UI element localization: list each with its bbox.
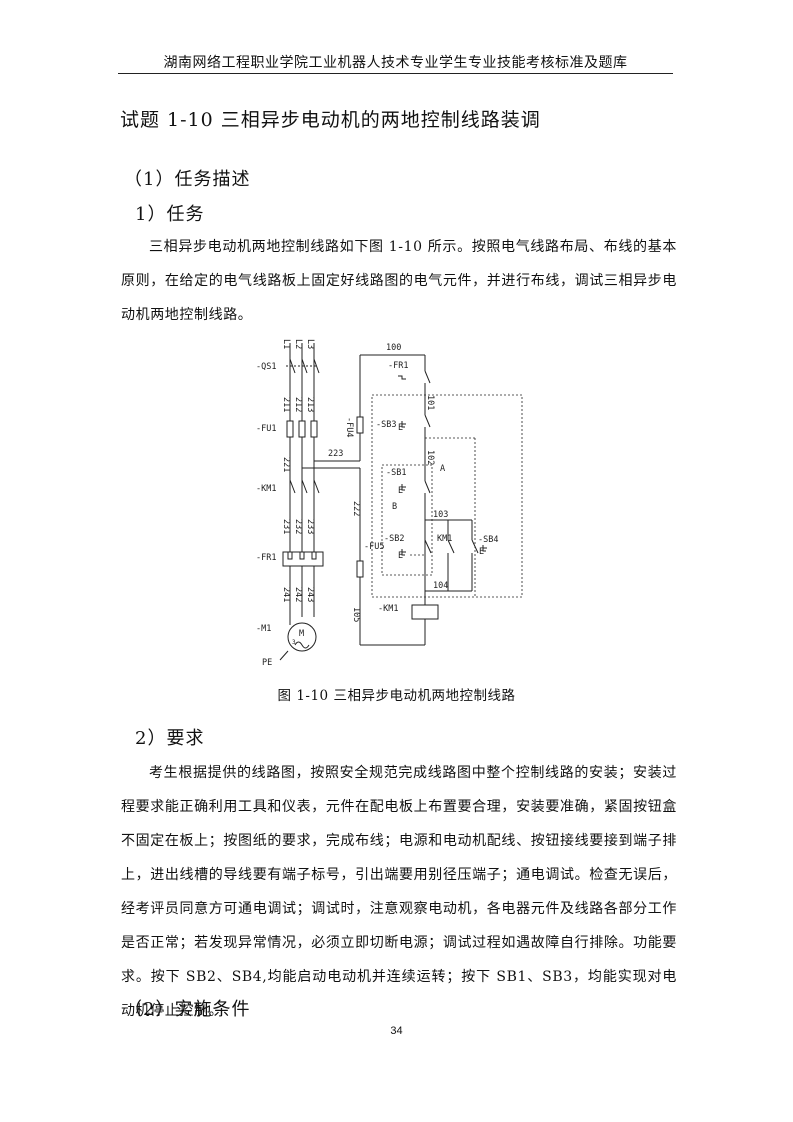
wire-243: 243 <box>305 587 315 602</box>
wire-100: 100 <box>386 343 401 353</box>
label-motor-3: 3 <box>292 639 296 646</box>
label-b: B <box>392 502 397 512</box>
label-e-sb1: E <box>398 486 403 496</box>
label-fr1-main: -FR1 <box>256 553 276 563</box>
section-conditions: （2）实施条件 <box>124 999 251 1020</box>
question-title: 试题 1-10 三相异步电动机的两地控制线路装调 <box>120 109 541 131</box>
label-fu5: -FU5 <box>364 542 384 552</box>
wire-101: 101 <box>425 395 435 410</box>
wire-221: 221 <box>281 457 291 472</box>
wire-105: 105 <box>351 607 361 622</box>
label-fr1-ctrl: -FR1 <box>388 361 408 371</box>
fuse-fu1-c <box>310 420 318 438</box>
requirements-paragraph: 考生根据提供的线路图，按照安全规范完成线路图中整个控制线路的安装；安装过程要求能… <box>121 765 677 1019</box>
wire-102: 102 <box>425 450 435 465</box>
fuse-fu1-a <box>286 420 294 438</box>
wire-103: 103 <box>433 510 448 520</box>
label-km1-main: -KM1 <box>256 484 276 494</box>
section-task-description: （1）任务描述 <box>124 169 251 190</box>
label-sb1: -SB1 <box>386 468 406 478</box>
wire-233: 233 <box>305 519 315 534</box>
wire-231: 231 <box>281 519 291 534</box>
page-number: 34 <box>390 1025 403 1037</box>
label-m1: -M1 <box>256 624 271 634</box>
label-fu1: -FU1 <box>256 424 276 434</box>
label-e-sb2: E <box>398 551 403 561</box>
label-fu4: -FU4 <box>344 417 354 437</box>
label-l2: L2 <box>293 339 303 349</box>
header-rule <box>118 73 673 74</box>
label-motor-m: M <box>299 629 304 639</box>
subsection-requirements: 2）要求 <box>135 728 205 749</box>
circuit-diagram: L1 L2 L3 -QS1 -FU1 -KM1 -FR1 -M1 PE M 3 … <box>256 339 523 668</box>
label-sb2: -SB2 <box>384 534 404 544</box>
wire-213: 213 <box>305 397 315 412</box>
wire-232: 232 <box>293 519 303 534</box>
motor-m1 <box>287 622 317 652</box>
wire-223: 223 <box>328 449 343 459</box>
label-l3: L3 <box>305 339 315 349</box>
label-l1: L1 <box>281 339 291 349</box>
wire-222: 222 <box>351 501 361 516</box>
coil-km1 <box>411 604 439 620</box>
subsection-task: 1）任务 <box>135 204 205 225</box>
task-paragraph: 三相异步电动机两地控制线路如下图 1-10 所示。按照电气线路布局、布线的基本原… <box>121 239 677 323</box>
wire-242: 242 <box>293 587 303 602</box>
label-sb4: -SB4 <box>478 535 498 545</box>
page-header: 湖南网络工程职业学院工业机器人技术专业学生专业技能考核标准及题库 <box>163 55 628 71</box>
label-km1-coil: -KM1 <box>378 604 398 614</box>
wire-211: 211 <box>281 397 291 412</box>
figure-caption: 图 1-10 三相异步电动机两地控制线路 <box>277 688 516 704</box>
wire-104: 104 <box>433 581 448 591</box>
wire-241: 241 <box>281 587 291 602</box>
label-qs1: -QS1 <box>256 362 276 372</box>
fuse-fu1-b <box>298 420 306 438</box>
wire-212: 212 <box>293 397 303 412</box>
label-a: A <box>440 464 445 474</box>
label-pe: PE <box>262 658 272 668</box>
label-sb3: -SB3 <box>376 420 396 430</box>
label-km1-aux: KM1 <box>437 534 452 544</box>
label-e-sb3: E <box>398 423 403 433</box>
fuse-fu5 <box>356 560 364 578</box>
fuse-fu4 <box>356 416 364 434</box>
label-e-sb4: E <box>479 547 484 557</box>
